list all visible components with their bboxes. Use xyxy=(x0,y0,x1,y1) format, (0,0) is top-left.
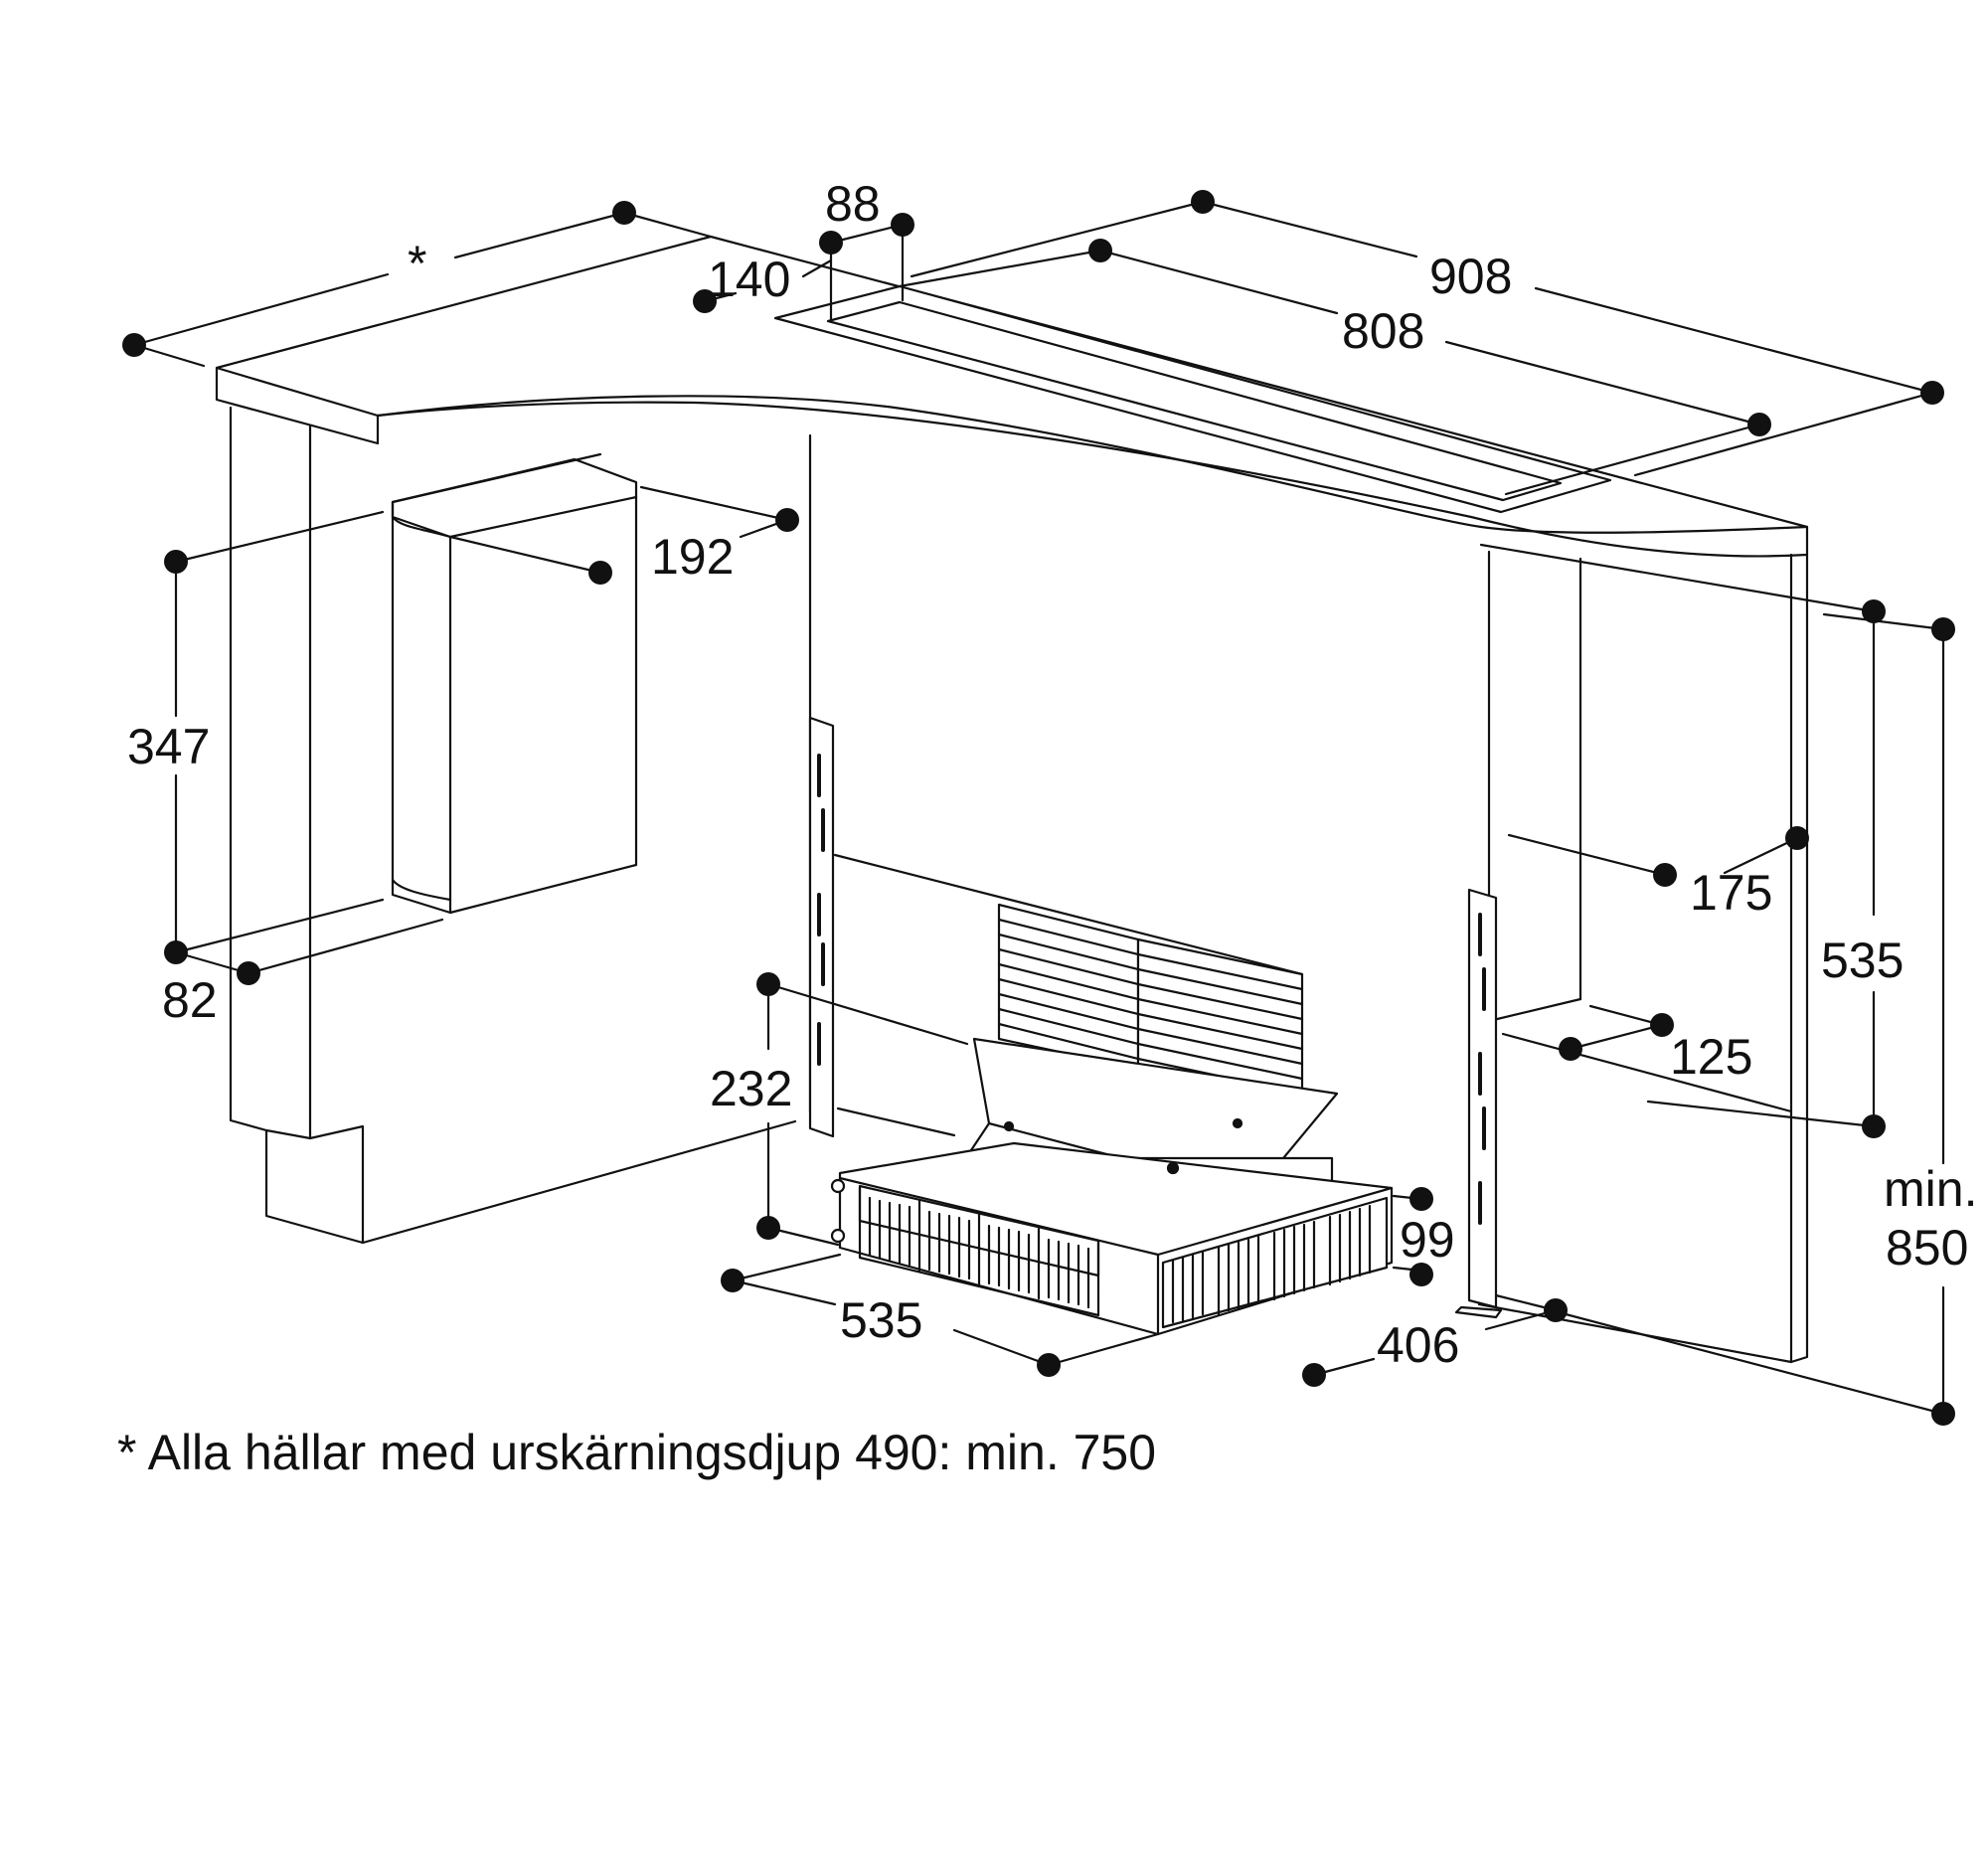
dim-dot xyxy=(1409,1187,1433,1211)
wall-box xyxy=(391,457,638,915)
dim-dot xyxy=(1037,1353,1061,1377)
dim-dot xyxy=(122,333,146,357)
dim-dot xyxy=(756,972,780,996)
dim-dot xyxy=(1785,826,1809,850)
dim-dot xyxy=(612,201,636,225)
dimension-lines xyxy=(132,200,1945,1416)
dim-dot xyxy=(721,1269,745,1292)
dim-dot xyxy=(1931,617,1955,641)
dim-dot xyxy=(819,231,843,255)
dim-label-908: 908 xyxy=(1429,249,1512,304)
filter-grille-left xyxy=(858,1184,1100,1317)
dim-dot xyxy=(1088,239,1112,262)
cabinet-body xyxy=(229,406,1809,1364)
dim-label-850: 850 xyxy=(1886,1220,1968,1276)
dim-dot xyxy=(1302,1363,1326,1387)
dim-dot xyxy=(1653,863,1677,887)
dim-label-535-width: 535 xyxy=(840,1292,922,1348)
dim-dot xyxy=(756,1216,780,1240)
dim-label-175: 175 xyxy=(1690,865,1772,921)
dimension-dots xyxy=(122,190,1955,1426)
ribbed-duct-left xyxy=(997,903,1140,1071)
dim-dot xyxy=(237,961,260,985)
dim-label-125: 125 xyxy=(1670,1029,1752,1085)
dim-label-232: 232 xyxy=(710,1061,792,1116)
dim-dot xyxy=(1747,413,1771,436)
dim-dot xyxy=(1191,190,1215,214)
dim-dot xyxy=(775,508,799,532)
dim-label-535-height: 535 xyxy=(1821,933,1904,988)
dim-dot xyxy=(1931,1402,1955,1426)
dim-dot xyxy=(891,213,914,237)
left-mounting-rail xyxy=(808,716,835,1138)
dim-dot xyxy=(1920,381,1944,405)
dim-label-min: min. xyxy=(1884,1161,1977,1217)
dim-dot xyxy=(164,940,188,964)
dim-label-82: 82 xyxy=(162,972,218,1028)
dim-dot xyxy=(1559,1037,1582,1061)
dim-dot xyxy=(1650,1013,1674,1037)
dim-dot xyxy=(164,550,188,574)
ribbed-duct-right xyxy=(1136,937,1304,1096)
dim-label-88: 88 xyxy=(825,176,881,232)
dim-label-808: 808 xyxy=(1342,303,1424,359)
right-mounting-rail xyxy=(1454,888,1503,1319)
dim-dot xyxy=(693,289,717,313)
dim-label-asterisk: * xyxy=(408,236,426,291)
downdraft-vent-strip xyxy=(773,284,1612,514)
dimension-labels: * 88 140 908 808 192 347 82 175 535 125 … xyxy=(127,176,1977,1373)
extractor-unit xyxy=(830,903,1394,1336)
dim-label-192: 192 xyxy=(651,529,734,585)
dim-label-140: 140 xyxy=(708,252,790,307)
dim-label-347: 347 xyxy=(127,719,210,774)
dim-dot xyxy=(588,561,612,585)
filter-grille-right xyxy=(1161,1196,1389,1329)
dim-label-99: 99 xyxy=(1400,1212,1455,1268)
dim-dot xyxy=(1409,1263,1433,1286)
dim-label-406: 406 xyxy=(1377,1317,1459,1373)
dim-dot xyxy=(1544,1298,1568,1322)
dim-dot xyxy=(1862,599,1886,623)
footnote: * Alla hällar med urskärningsdjup 490: m… xyxy=(117,1425,1157,1480)
dim-dot xyxy=(1862,1114,1886,1138)
